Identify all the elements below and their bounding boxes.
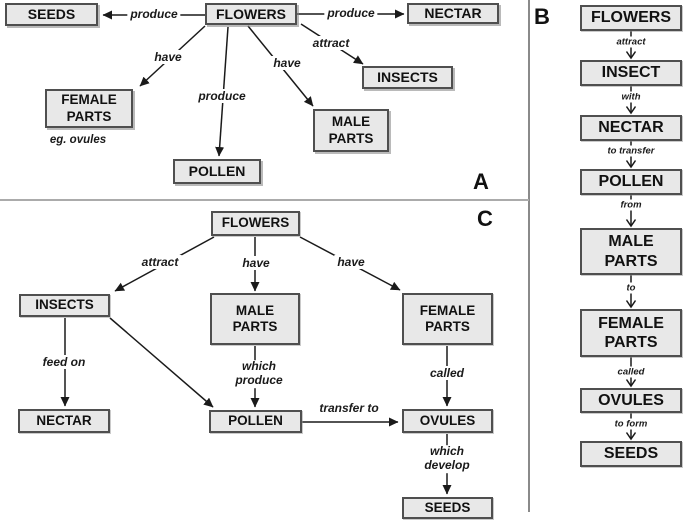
panel-c-letter: C xyxy=(477,206,493,231)
node-b-nectar: NECTAR xyxy=(580,115,682,141)
edge-label-c-attract: attract xyxy=(138,255,182,269)
edge-label-c-called: called xyxy=(426,366,468,380)
node-a-seeds: SEEDS xyxy=(5,3,98,26)
edge-label-c-which-develop: which develop xyxy=(420,444,474,473)
node-a-female-parts: FEMALE PARTS xyxy=(45,89,133,128)
node-b-ovules: OVULES xyxy=(580,388,682,413)
node-a-male-parts: MALE PARTS xyxy=(313,109,389,152)
panel-b-letter: B xyxy=(534,4,550,29)
edge-label-b-from: from xyxy=(618,199,644,211)
edge-label-a-attract: attract xyxy=(309,36,353,50)
node-a-flowers: FLOWERS xyxy=(205,3,297,25)
node-b-pollen: POLLEN xyxy=(580,169,682,195)
node-c-male-parts: MALE PARTS xyxy=(210,293,300,345)
node-a-pollen: POLLEN xyxy=(173,159,261,184)
edge-label-b-to-transfer: to transfer xyxy=(605,145,657,157)
edge-label-b-with: with xyxy=(619,91,643,103)
node-b-insect: INSECT xyxy=(580,60,682,86)
vertical-divider xyxy=(528,0,530,512)
edge-label-c-which-produce: which produce xyxy=(232,359,286,388)
edge-label-b-to: to xyxy=(624,282,638,294)
edge-label-b-called: called xyxy=(615,366,647,378)
edge-label-a-produce-pollen: produce xyxy=(195,89,249,103)
node-b-flowers: FLOWERS xyxy=(580,5,682,31)
node-a-nectar: NECTAR xyxy=(407,3,499,24)
edge-label-a-produce-nectar: produce xyxy=(324,6,378,20)
edge-label-b-attract: attract xyxy=(614,36,648,48)
female-parts-note: eg. ovules xyxy=(49,134,107,146)
edge-label-c-feed-on: feed on xyxy=(39,355,89,369)
node-b-seeds: SEEDS xyxy=(580,441,682,467)
node-c-insects: INSECTS xyxy=(19,294,110,317)
edge-label-c-have-female: have xyxy=(334,255,368,269)
node-c-nectar: NECTAR xyxy=(18,409,110,433)
node-a-insects: INSECTS xyxy=(362,66,453,89)
edge-c-insects-pollen xyxy=(109,317,214,408)
edge-label-c-transfer-to: transfer to xyxy=(316,401,382,415)
node-c-female-parts: FEMALE PARTS xyxy=(402,293,493,345)
node-c-ovules: OVULES xyxy=(402,409,493,433)
node-b-female-parts: FEMALE PARTS xyxy=(580,309,682,357)
edge-label-a-produce-seeds: produce xyxy=(127,7,181,21)
node-c-pollen: POLLEN xyxy=(209,410,302,433)
horizontal-divider xyxy=(0,199,529,201)
node-b-male-parts: MALE PARTS xyxy=(580,228,682,275)
panel-a-letter: A xyxy=(473,169,489,194)
node-c-flowers: FLOWERS xyxy=(211,211,300,236)
node-c-seeds: SEEDS xyxy=(402,497,493,519)
edge-label-b-to-form: to form xyxy=(612,418,650,430)
edge-label-c-have-male: have xyxy=(239,256,273,270)
edge-label-a-have-female: have xyxy=(151,50,185,64)
edge-label-a-have-male: have xyxy=(270,56,304,70)
